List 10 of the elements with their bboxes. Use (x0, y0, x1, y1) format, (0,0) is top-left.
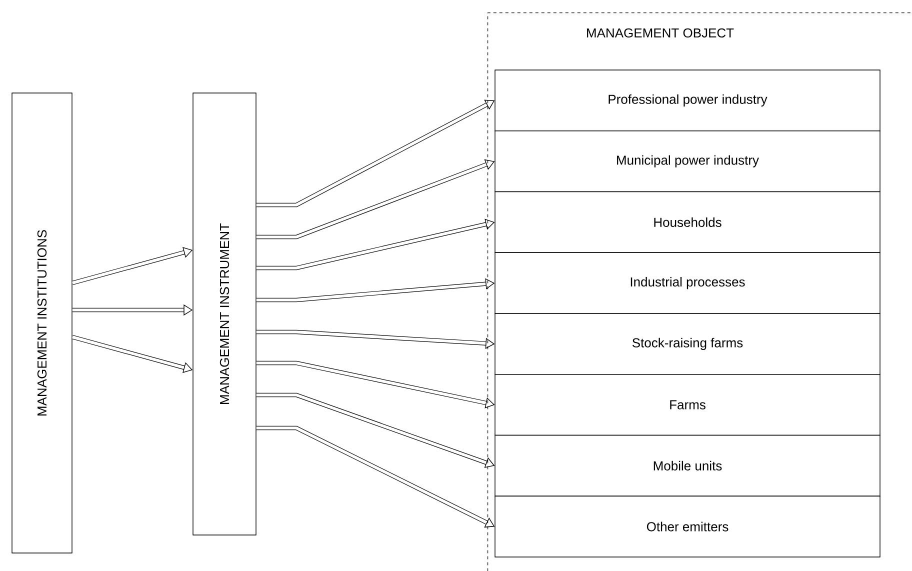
object-box: Stock-raising farms (494, 313, 880, 375)
object-box: Other emitters (494, 496, 880, 558)
process-box: MANAGEMENT INSTRUMENT (192, 92, 256, 536)
object-box: Mobile units (494, 434, 880, 496)
object-box: Industrial processes (494, 252, 880, 314)
object-box: Professional power industry (494, 70, 880, 132)
process-box: MANAGEMENT INSTITUTIONS (12, 92, 72, 554)
object-box: Households (494, 191, 880, 253)
object-box: Municipal power industry (494, 130, 880, 192)
object-box: Farms (494, 374, 880, 436)
